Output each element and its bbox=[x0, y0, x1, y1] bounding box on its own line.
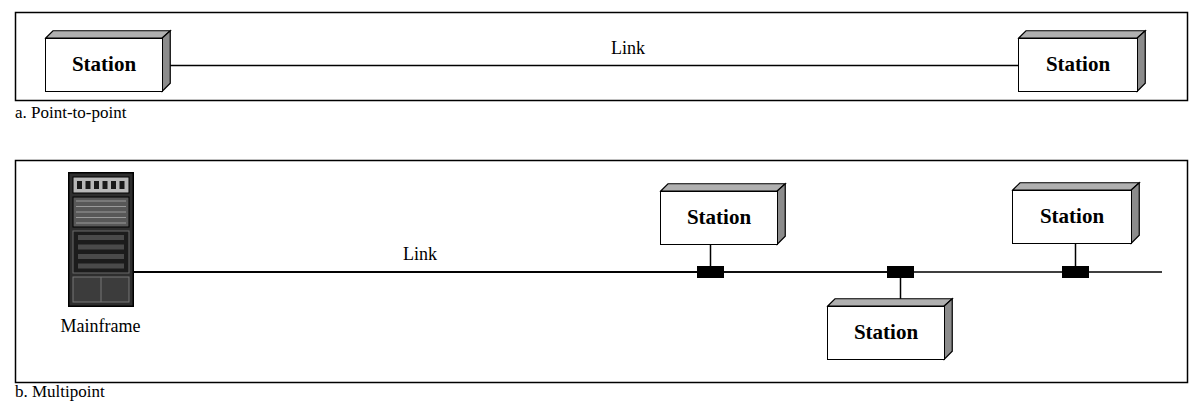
station-face: Station bbox=[660, 191, 778, 245]
panel-frame bbox=[16, 13, 1188, 101]
link-label: Link bbox=[401, 245, 439, 265]
panel-caption: a. Point-to-point bbox=[15, 104, 126, 123]
station-box: Station bbox=[1012, 182, 1140, 244]
mainframe-icon bbox=[68, 172, 134, 307]
link-line bbox=[134, 245, 711, 272]
tap-connector bbox=[697, 266, 724, 278]
station-box: Station bbox=[827, 298, 953, 360]
tap-connector bbox=[1062, 266, 1089, 278]
panel-caption: b. Multipoint bbox=[15, 383, 105, 402]
station-face: Station bbox=[1012, 190, 1132, 244]
station-label: Station bbox=[854, 321, 918, 344]
station-face: Station bbox=[45, 38, 163, 92]
link-line bbox=[134, 244, 1076, 272]
station-label: Station bbox=[1040, 205, 1104, 228]
station-label: Station bbox=[72, 53, 136, 76]
station-box: Station bbox=[660, 183, 786, 245]
link-line bbox=[134, 272, 901, 306]
station-face: Station bbox=[827, 306, 945, 360]
station-face: Station bbox=[1018, 38, 1138, 92]
mainframe-computer: Mainframe bbox=[38, 172, 163, 337]
mainframe-label: Mainframe bbox=[61, 317, 141, 337]
mainframe-cabinet bbox=[68, 172, 134, 307]
tap-connector bbox=[887, 266, 914, 278]
station-box: Station bbox=[1018, 30, 1146, 92]
panel-frame bbox=[16, 161, 1188, 383]
station-box: Station bbox=[45, 30, 171, 92]
station-label: Station bbox=[1046, 53, 1110, 76]
link-line bbox=[163, 65, 1018, 67]
station-label: Station bbox=[687, 206, 751, 229]
link-label: Link bbox=[609, 39, 647, 59]
